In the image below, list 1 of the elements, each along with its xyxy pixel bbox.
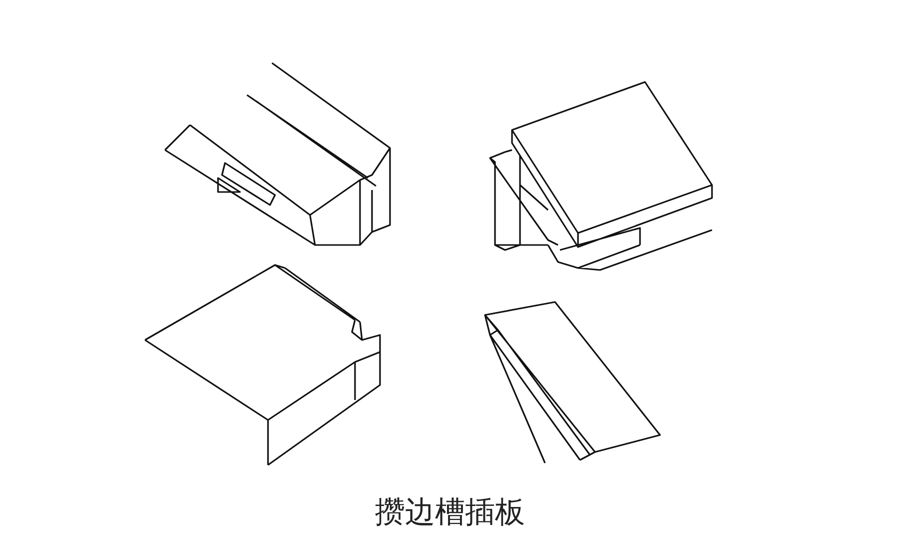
caption: 攒边槽插板	[375, 495, 525, 530]
